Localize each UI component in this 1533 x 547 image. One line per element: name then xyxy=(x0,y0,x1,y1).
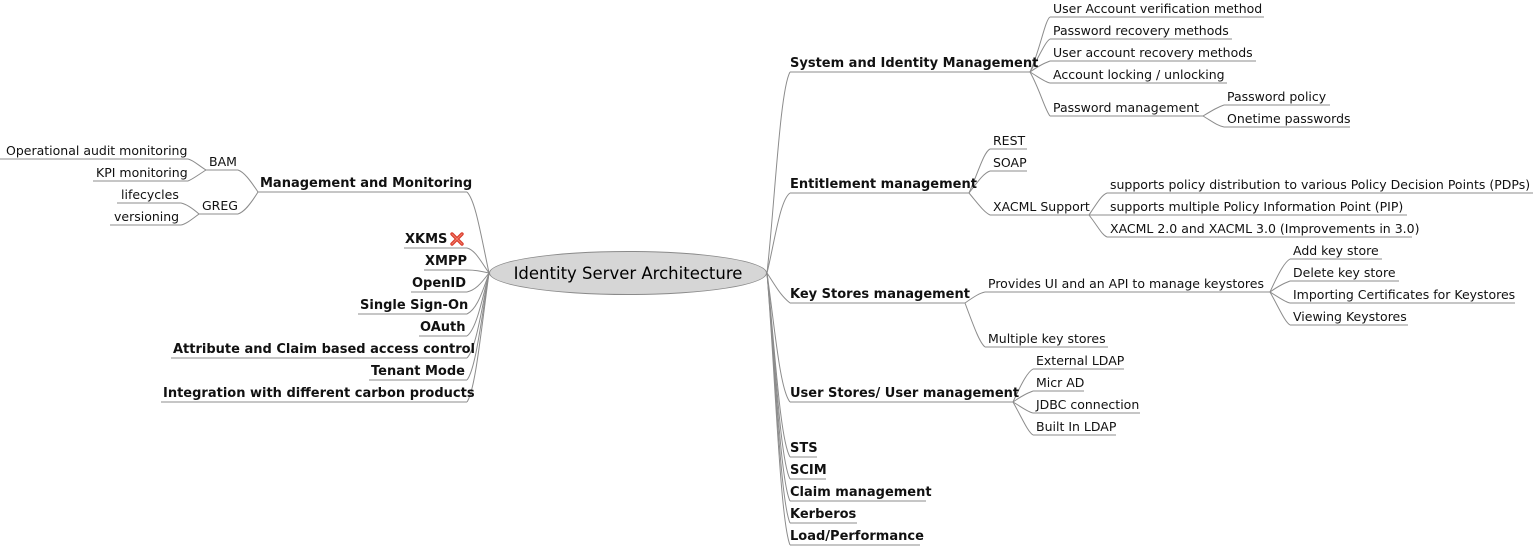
node-versioning[interactable]: versioning xyxy=(114,209,180,224)
red-x-icon xyxy=(450,232,464,246)
node-system-identity-management[interactable]: System and Identity Management xyxy=(790,56,1039,71)
node-delete-key-store[interactable]: Delete key store xyxy=(1293,265,1396,280)
node-keystore-ui-api[interactable]: Provides UI and an API to manage keystor… xyxy=(988,276,1264,291)
node-account-locking[interactable]: Account locking / unlocking xyxy=(1053,67,1225,82)
node-xkms[interactable]: XKMS xyxy=(405,232,448,247)
node-attribute-claim-access[interactable]: Attribute and Claim based access control xyxy=(173,342,476,357)
node-kpi-monitoring[interactable]: KPI monitoring xyxy=(96,165,188,180)
node-multiple-key-stores[interactable]: Multiple key stores xyxy=(988,331,1106,346)
node-kerberos[interactable]: Kerberos xyxy=(790,507,857,522)
node-lifecycles[interactable]: lifecycles xyxy=(121,187,179,202)
node-bam[interactable]: BAM xyxy=(209,154,237,169)
node-greg[interactable]: GREG xyxy=(202,198,238,213)
node-jdbc-connection[interactable]: JDBC connection xyxy=(1036,397,1140,412)
node-claim-management[interactable]: Claim management xyxy=(790,485,932,500)
node-xacml-pip[interactable]: supports multiple Policy Information Poi… xyxy=(1110,199,1404,214)
node-external-ldap[interactable]: External LDAP xyxy=(1036,353,1125,368)
node-openid[interactable]: OpenID xyxy=(412,276,467,291)
node-operational-audit[interactable]: Operational audit monitoring xyxy=(6,143,188,158)
node-entitlement-management[interactable]: Entitlement management xyxy=(790,177,977,192)
node-rest[interactable]: REST xyxy=(993,133,1026,148)
node-user-account-recovery[interactable]: User account recovery methods xyxy=(1053,45,1253,60)
node-user-account-verification[interactable]: User Account verification method xyxy=(1053,1,1263,16)
node-importing-certificates[interactable]: Importing Certificates for Keystores xyxy=(1293,287,1516,302)
node-sts[interactable]: STS xyxy=(790,441,818,456)
node-xacml-pdp[interactable]: supports policy distribution to various … xyxy=(1110,177,1531,192)
node-tenant-mode[interactable]: Tenant Mode xyxy=(371,364,465,379)
node-scim[interactable]: SCIM xyxy=(790,463,827,478)
node-oauth[interactable]: OAuth xyxy=(420,320,466,335)
node-carbon-integration[interactable]: Integration with different carbon produc… xyxy=(163,386,475,401)
node-onetime-passwords[interactable]: Onetime passwords xyxy=(1227,111,1351,126)
node-xacml-support[interactable]: XACML Support xyxy=(993,199,1090,214)
root-node[interactable]: Identity Server Architecture xyxy=(489,251,767,295)
node-xacml-versions[interactable]: XACML 2.0 and XACML 3.0 (Improvements in… xyxy=(1110,221,1420,236)
node-soap[interactable]: SOAP xyxy=(993,155,1027,170)
node-key-stores-management[interactable]: Key Stores management xyxy=(790,287,970,302)
node-viewing-keystores[interactable]: Viewing Keystores xyxy=(1293,309,1407,324)
node-single-sign-on[interactable]: Single Sign-On xyxy=(360,298,469,313)
node-xmpp[interactable]: XMPP xyxy=(425,254,468,269)
node-password-policy[interactable]: Password policy xyxy=(1227,89,1327,104)
node-password-management[interactable]: Password management xyxy=(1053,100,1200,115)
node-built-in-ldap[interactable]: Built In LDAP xyxy=(1036,419,1117,434)
node-load-performance[interactable]: Load/Performance xyxy=(790,529,924,544)
node-management-monitoring[interactable]: Management and Monitoring xyxy=(260,176,473,191)
node-add-key-store[interactable]: Add key store xyxy=(1293,243,1379,258)
node-password-recovery[interactable]: Password recovery methods xyxy=(1053,23,1229,38)
node-micr-ad[interactable]: Micr AD xyxy=(1036,375,1085,390)
node-user-stores[interactable]: User Stores/ User management xyxy=(790,386,1020,401)
